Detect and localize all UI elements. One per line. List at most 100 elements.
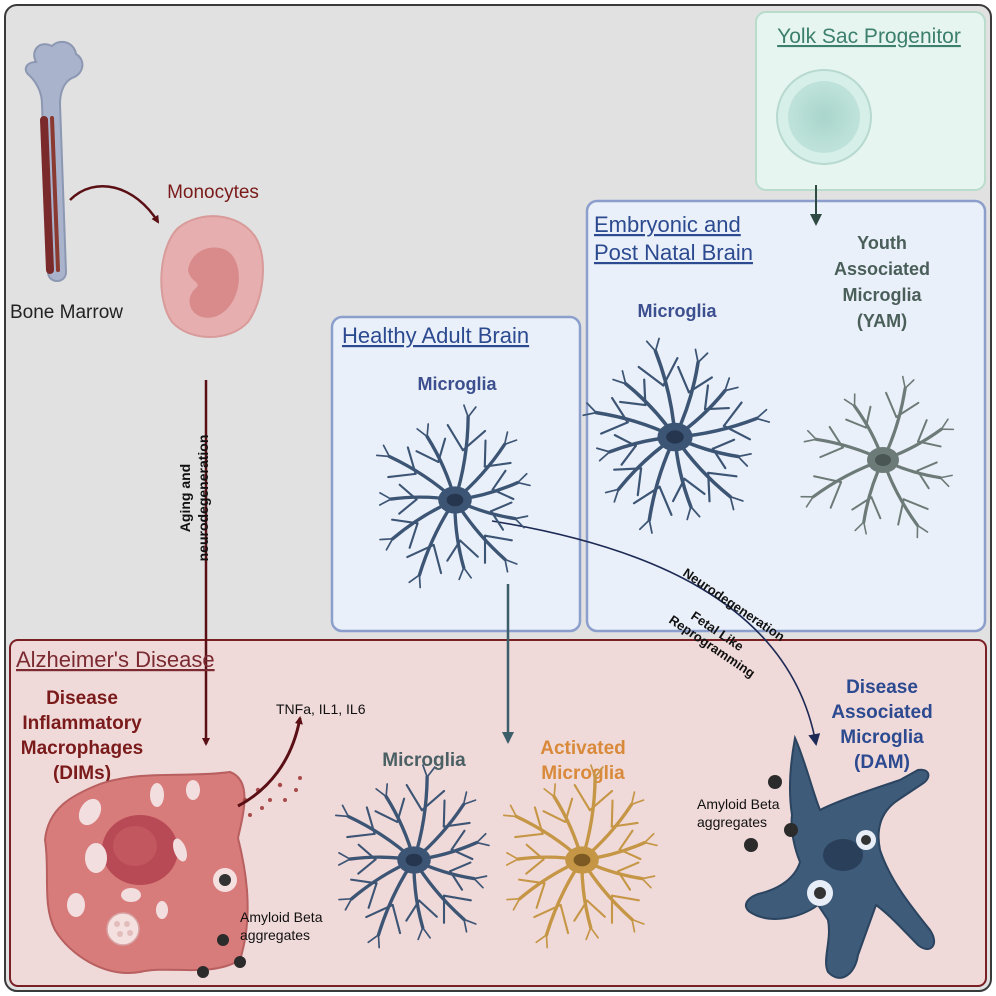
microglia-tip — [417, 926, 424, 941]
microglia-tip — [631, 918, 636, 933]
embryonic-title-line1: Embryonic and — [594, 212, 741, 237]
microglia-branch — [902, 498, 929, 511]
microglia-tip — [901, 375, 906, 390]
microglia-branch — [600, 421, 629, 435]
microglia-branch — [703, 384, 710, 411]
microglia-branch — [845, 418, 867, 429]
amyloid-left-line1: Amyloid Beta — [240, 909, 323, 925]
bone-marrow-label: Bone Marrow — [10, 302, 123, 323]
microglia-tip — [367, 934, 380, 944]
microglia-branch — [637, 365, 665, 387]
microglia-branch — [459, 539, 479, 558]
microglia-tip — [379, 538, 394, 541]
microglia-branch — [446, 423, 464, 452]
microglia-branch — [813, 475, 843, 484]
microglia-branch — [897, 498, 905, 526]
microglia-tip — [463, 404, 469, 418]
macrophage-cell — [43, 770, 249, 974]
microglia-tip — [631, 918, 645, 925]
microglia-branch — [365, 903, 394, 919]
microglia-branch — [525, 858, 545, 875]
yam-microglia-cell — [800, 375, 955, 539]
microglia-tip — [755, 408, 768, 420]
ad-microglia-cell — [334, 764, 490, 949]
activated-label-line1: Activated — [540, 738, 626, 759]
yolk-sac-progenitor-cell — [776, 69, 872, 165]
microglia-branch — [707, 471, 711, 503]
cytokine-arrow — [237, 716, 303, 808]
microglia-branch — [420, 789, 446, 812]
microglia-tip — [375, 454, 391, 458]
microglia-branch — [398, 483, 418, 501]
microglia-branch — [396, 797, 406, 823]
microglia-tip — [473, 877, 484, 889]
microglia-branch — [917, 440, 942, 448]
activated-label-line2: Microglia — [541, 763, 625, 784]
amyloid-aggregates-right — [744, 775, 798, 852]
amyloid-right-line2: aggregates — [697, 814, 767, 830]
microglia-tip — [475, 841, 490, 847]
microglia-branch — [446, 539, 462, 562]
microglia-tip — [621, 370, 627, 385]
amyloid-right-line1: Amyloid Beta — [697, 796, 780, 812]
microglia-branch — [617, 861, 640, 873]
microglia-branch — [449, 870, 464, 891]
microglia-tip — [467, 406, 477, 418]
embryonic-panel — [585, 199, 987, 633]
microglia-branch — [418, 899, 438, 918]
yolk-sac-label: Yolk Sac Progenitor — [777, 25, 961, 48]
embryonic-microglia-cell — [582, 337, 771, 534]
microglia-branch — [357, 843, 377, 861]
microglia-tip — [504, 558, 518, 565]
microglia-tip — [806, 429, 817, 441]
microglia-branch — [357, 858, 377, 875]
microglia-branch — [367, 882, 378, 909]
monocytes-label: Monocytes — [167, 182, 259, 203]
aging-label-line1: Aging and — [177, 464, 193, 532]
microglia-branch — [450, 848, 474, 861]
microglia-tip — [724, 386, 739, 392]
yam-label-line2: Associated — [834, 259, 930, 279]
microglia-branch — [828, 425, 844, 449]
dims-label-line3: Macrophages — [21, 738, 143, 759]
microglia-branch — [408, 522, 419, 549]
microglia-nucleus — [573, 853, 591, 867]
microglia-branch — [442, 894, 472, 902]
microglia-tip — [337, 858, 351, 866]
microglia-tip — [854, 521, 865, 532]
microglia-tip — [805, 496, 814, 508]
microglia-branch — [415, 450, 440, 463]
microglia-tip — [641, 877, 652, 889]
dims-label-line4: (DIMs) — [53, 763, 111, 784]
microglia-branch — [687, 376, 713, 394]
microglia-branch — [533, 806, 544, 835]
microglia-branch — [819, 446, 844, 459]
neurodegeneration-arrow — [491, 520, 821, 746]
bone-marrow-illustration — [24, 40, 84, 282]
microglia-tip — [582, 411, 598, 417]
microglia-tip — [737, 455, 749, 467]
microglia-branch — [885, 391, 898, 419]
microglia-branch — [829, 481, 843, 509]
microglia-tip — [462, 799, 477, 806]
microglia-tip — [803, 438, 817, 443]
microglia-branch — [662, 357, 679, 387]
microglia-tip — [503, 439, 518, 446]
microglia-branch — [677, 365, 690, 394]
microglia-tip — [598, 450, 611, 462]
microglia-tip — [408, 574, 421, 584]
alzheimers-title: Alzheimer's Disease — [16, 647, 215, 672]
microglia-tip — [506, 852, 519, 860]
microglia-nucleus — [666, 430, 684, 444]
microglia-tip — [505, 858, 519, 866]
microglia-tip — [904, 379, 915, 390]
microglia-tip — [338, 852, 351, 860]
microglia-nucleus — [405, 853, 423, 867]
microglia-tip — [458, 566, 465, 581]
microglia-tip — [589, 926, 599, 939]
microglia-tip — [512, 898, 521, 911]
microglia-tip — [506, 898, 521, 901]
microglia-branch — [398, 498, 418, 515]
healthy-adult-title: Healthy Adult Brain — [342, 323, 529, 348]
dims-label-line2: Inflammatory — [22, 713, 142, 734]
